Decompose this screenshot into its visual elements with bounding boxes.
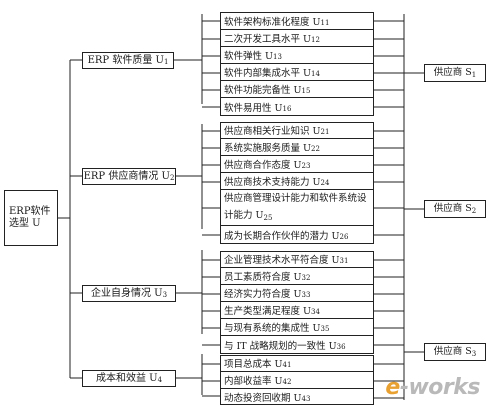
goal-box: ERP软件选型 U [4,190,58,246]
item-group-2 [220,122,374,244]
item-u25: 供应商管理设计能力和软件系统设计能力 U25 [220,190,374,226]
criterion-sub: 3 [162,291,168,300]
criterion-sub: 1 [163,58,169,67]
eworks-watermark: e-works [385,375,480,400]
criterion-label: 成本和效益 U [95,372,158,384]
criterion-label: 企业自身情况 U [90,287,163,299]
item-group-4 [220,355,374,405]
criterion-sub: 2 [169,174,175,183]
criterion-label: ERP 软件质量 U [87,54,164,66]
goal-label: ERP软件选型 U [9,206,51,229]
item-group-3 [220,251,374,354]
criterion-sub: 4 [157,376,163,385]
criterion-label: ERP 供应商情况 U [83,170,170,182]
